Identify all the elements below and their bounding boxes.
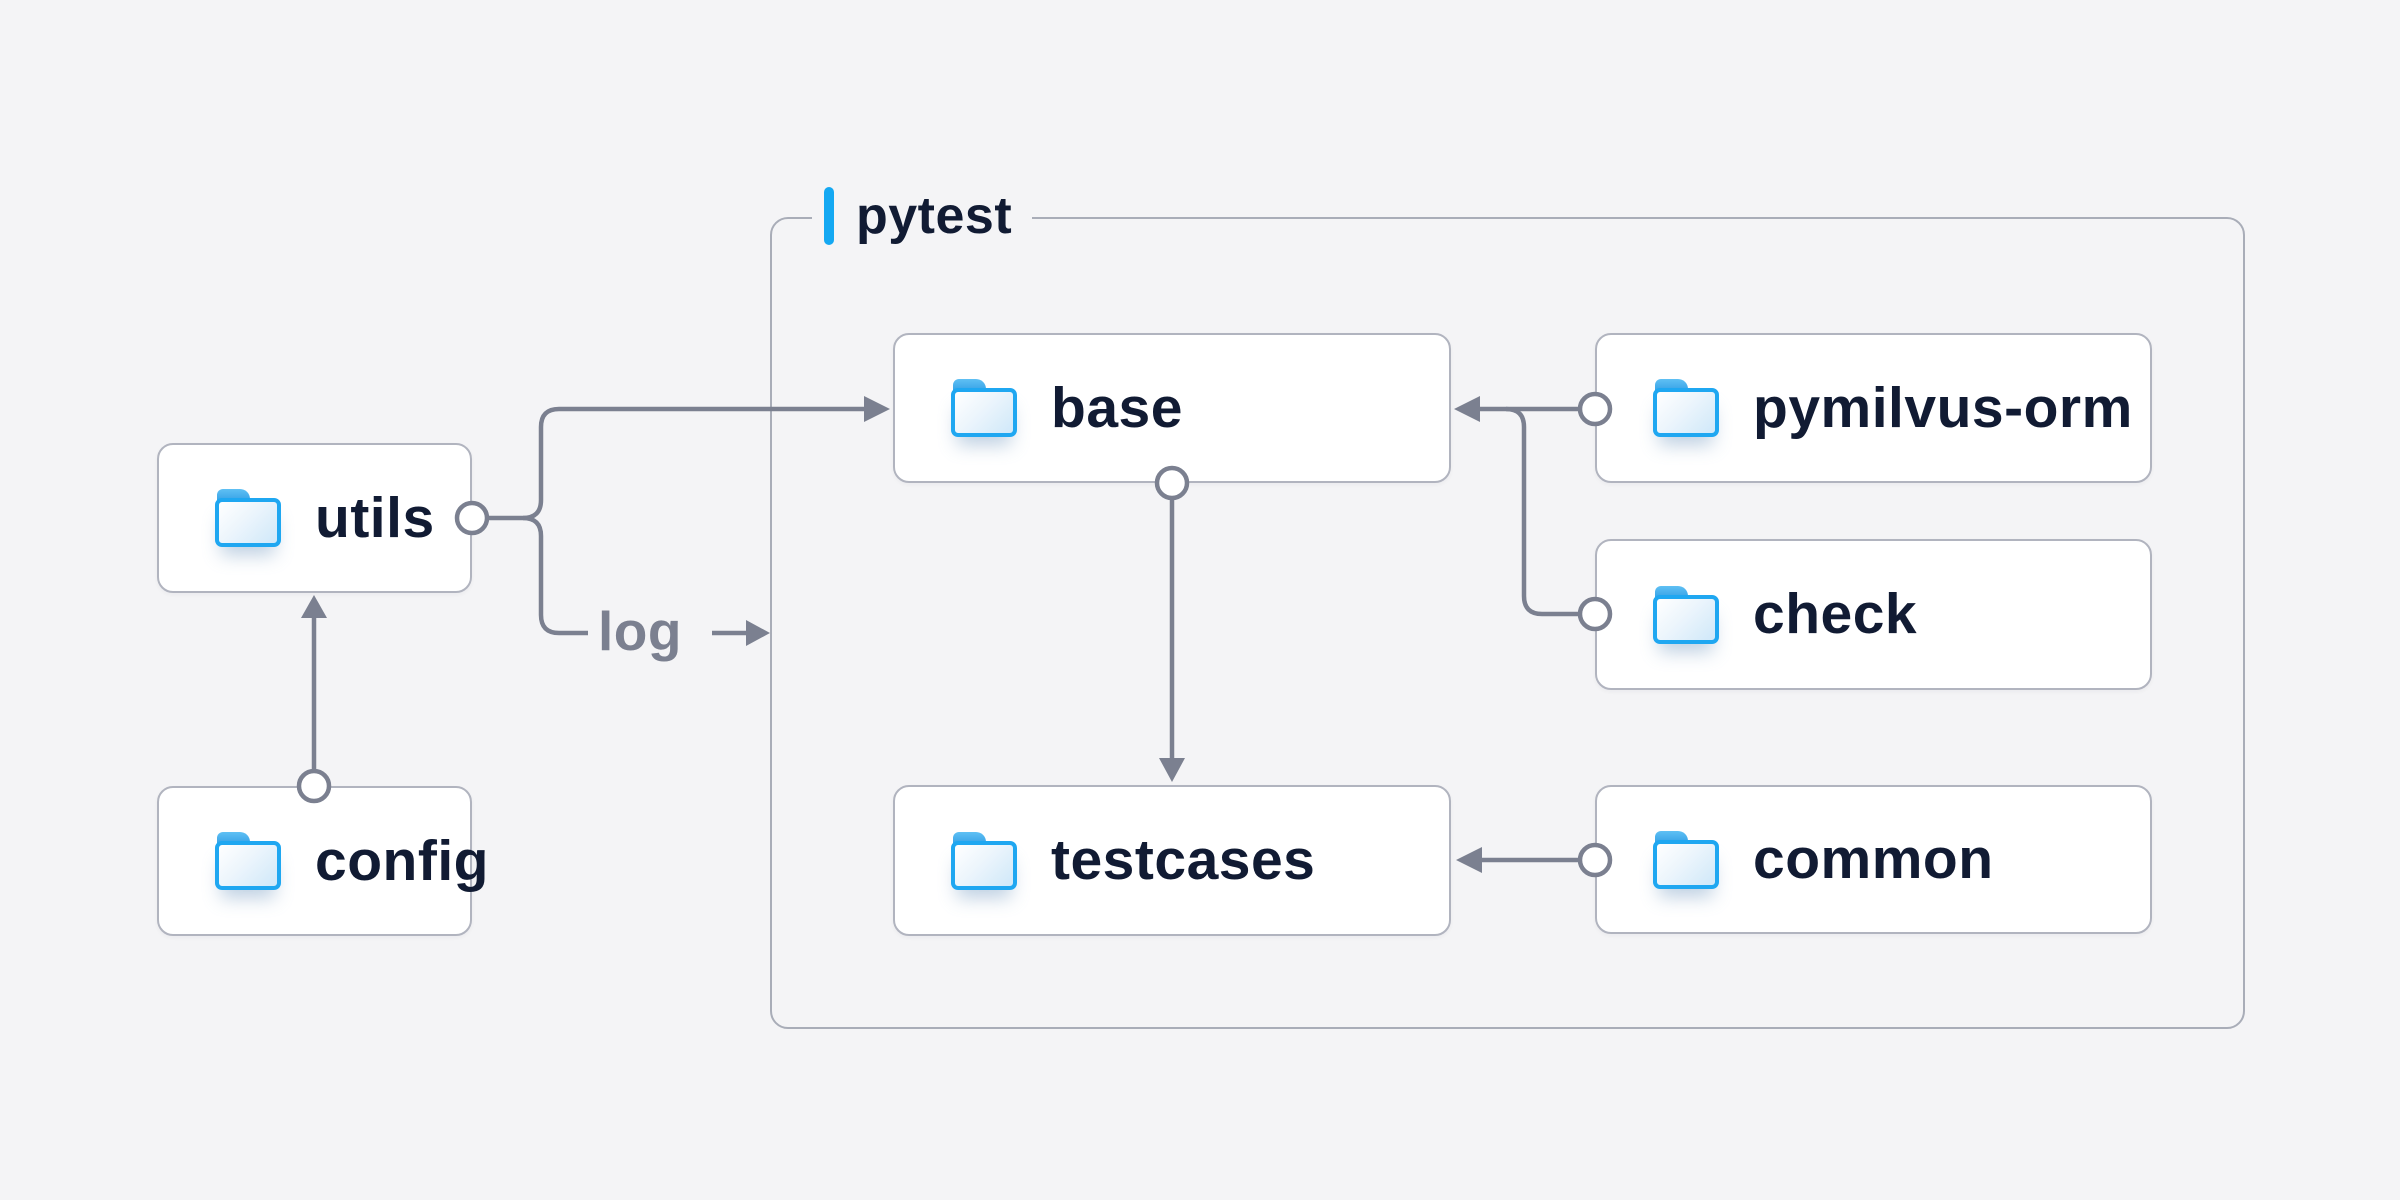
- node-base-label: base: [1051, 375, 1183, 440]
- node-config: config: [157, 786, 488, 936]
- arrowhead-up-into-utils: [301, 595, 327, 618]
- arrowhead-right-log: [746, 620, 770, 646]
- node-common: common: [1595, 785, 2152, 934]
- pytest-group-title: pytest: [856, 187, 1013, 245]
- node-utils: utils: [157, 443, 472, 593]
- folder-icon: [1653, 830, 1719, 889]
- pytest-group-container: [770, 217, 2245, 1029]
- node-pymilvus-orm-label: pymilvus-orm: [1753, 375, 2133, 440]
- pytest-group-label: pytest: [812, 184, 1033, 248]
- node-utils-label: utils: [315, 485, 435, 550]
- folder-icon: [1653, 585, 1719, 644]
- folder-icon: [951, 379, 1017, 437]
- node-check: check: [1595, 539, 2152, 690]
- edge-utils-log-line: [522, 515, 588, 636]
- folder-icon: [215, 489, 281, 547]
- node-check-label: check: [1753, 582, 1918, 646]
- folder-icon: [1653, 379, 1719, 437]
- node-base: base: [893, 333, 1451, 483]
- node-common-label: common: [1753, 827, 1994, 891]
- node-testcases-label: testcases: [1051, 828, 1316, 892]
- folder-icon: [215, 832, 281, 890]
- node-testcases: testcases: [893, 785, 1451, 936]
- edge-label-log: log: [598, 600, 682, 662]
- accent-bar-icon: [824, 187, 834, 245]
- node-config-label: config: [315, 828, 489, 893]
- folder-icon: [951, 831, 1017, 890]
- node-pymilvus-orm: pymilvus-orm: [1595, 333, 2152, 483]
